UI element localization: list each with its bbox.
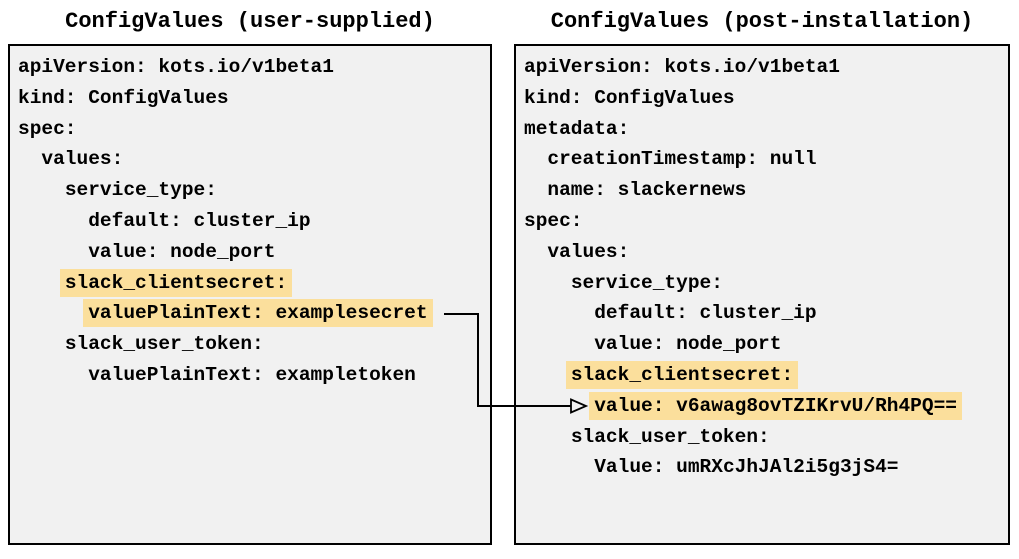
yaml-indent <box>18 241 88 263</box>
yaml-line: values: <box>524 237 1000 268</box>
yaml-line: default: cluster_ip <box>18 206 482 237</box>
yaml-text: value: node_port <box>88 240 276 263</box>
yaml-text-highlighted: valuePlainText: examplesecret <box>83 299 433 328</box>
yaml-line: value: v6awag8ovTZIKrvU/Rh4PQ== <box>524 391 1000 422</box>
yaml-indent <box>18 179 65 201</box>
yaml-indent <box>524 426 571 448</box>
yaml-indent <box>524 302 594 324</box>
yaml-line: kind: ConfigValues <box>524 83 1000 114</box>
yaml-text: slack_user_token: <box>570 425 770 448</box>
yaml-line: slack_user_token: <box>524 422 1000 453</box>
yaml-line: slack_user_token: <box>18 329 482 360</box>
yaml-text: slack_user_token: <box>64 333 264 356</box>
right-panel-title: ConfigValues (post-installation) <box>550 9 974 34</box>
yaml-indent <box>18 272 65 294</box>
yaml-line: kind: ConfigValues <box>18 83 482 114</box>
yaml-line: default: cluster_ip <box>524 298 1000 329</box>
yaml-text: kind: ConfigValues <box>524 86 735 109</box>
yaml-line: value: node_port <box>524 329 1000 360</box>
yaml-line: service_type: <box>18 175 482 206</box>
yaml-line: spec: <box>18 114 482 145</box>
yaml-indent <box>524 148 547 170</box>
yaml-text-highlighted: slack_clientsecret: <box>59 268 293 297</box>
yaml-text: kind: ConfigValues <box>18 86 229 109</box>
yaml-line: apiVersion: kots.io/v1beta1 <box>18 52 482 83</box>
yaml-line: spec: <box>524 206 1000 237</box>
yaml-indent <box>524 333 594 355</box>
yaml-text: spec: <box>524 209 583 232</box>
yaml-line: slack_clientsecret: <box>18 268 482 299</box>
user-supplied-config-box: apiVersion: kots.io/v1beta1 kind: ConfigV… <box>8 44 492 545</box>
yaml-line: valuePlainText: examplesecret <box>18 298 482 329</box>
left-panel-title: ConfigValues (user-supplied) <box>65 9 435 34</box>
yaml-indent <box>18 333 65 355</box>
yaml-indent <box>524 241 547 263</box>
yaml-indent <box>18 148 41 170</box>
yaml-text: service_type: <box>64 179 217 202</box>
yaml-text: value: node_port <box>594 333 782 356</box>
yaml-line: apiVersion: kots.io/v1beta1 <box>524 52 1000 83</box>
yaml-text: valuePlainText: exampletoken <box>88 363 416 386</box>
post-installation-config-box: apiVersion: kots.io/v1beta1 kind: ConfigV… <box>514 44 1010 545</box>
yaml-text: values: <box>547 240 630 263</box>
yaml-text: apiVersion: kots.io/v1beta1 <box>18 56 334 78</box>
yaml-line: service_type: <box>524 268 1000 299</box>
yaml-line: valuePlainText: exampletoken <box>18 360 482 391</box>
yaml-indent <box>18 210 88 232</box>
yaml-indent <box>18 364 88 386</box>
yaml-indent <box>524 364 571 386</box>
yaml-indent <box>524 179 547 201</box>
yaml-line: Value: umRXcJhJAl2i5g3jS4= <box>524 452 1000 483</box>
yaml-line: name: slackernews <box>524 175 1000 206</box>
yaml-line: value: node_port <box>18 237 482 268</box>
yaml-text: Value: umRXcJhJAl2i5g3jS4= <box>594 456 899 479</box>
yaml-text: metadata: <box>524 117 630 140</box>
yaml-line: values: <box>18 144 482 175</box>
yaml-text: default: cluster_ip <box>594 302 817 325</box>
yaml-text-highlighted: slack_clientsecret: <box>565 360 799 389</box>
yaml-text: creationTimestamp: null <box>547 148 817 171</box>
yaml-indent <box>524 272 571 294</box>
yaml-text: apiVersion: kots.io/v1beta1 <box>524 56 840 78</box>
yaml-text: values: <box>41 148 124 171</box>
yaml-text-highlighted: value: v6awag8ovTZIKrvU/Rh4PQ== <box>589 391 962 420</box>
yaml-line: creationTimestamp: null <box>524 144 1000 175</box>
yaml-line: slack_clientsecret: <box>524 360 1000 391</box>
yaml-indent <box>524 395 594 417</box>
yaml-indent <box>18 302 88 324</box>
yaml-text: default: cluster_ip <box>88 209 311 232</box>
yaml-text: service_type: <box>570 271 723 294</box>
yaml-text: spec: <box>18 117 77 140</box>
yaml-indent <box>524 456 594 478</box>
yaml-text: name: slackernews <box>547 179 747 202</box>
yaml-line: metadata: <box>524 114 1000 145</box>
